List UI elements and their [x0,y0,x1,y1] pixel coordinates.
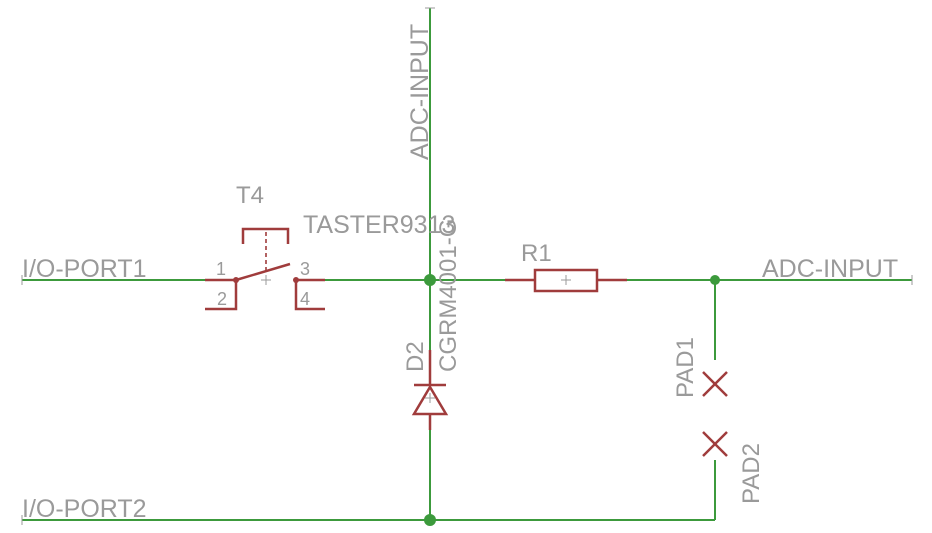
junction-main-node [424,274,436,286]
switch-pin2-lead [205,280,238,311]
resistor-r1[interactable] [505,268,627,293]
net-label-adc-top: ADC-INPUT [406,24,434,160]
switch-button-cap [241,227,290,244]
net-label-adc-right: ADC-INPUT [762,255,898,283]
labels: I/O-PORT1 I/O-PORT2 ADC-INPUT ADC-INPUT … [22,24,898,523]
junctions [424,274,720,526]
junction-right-node [710,275,720,285]
net-end-marks [21,7,913,525]
switch-lever [235,262,291,282]
wires [22,8,912,521]
pad2-label: PAD2 [738,443,765,504]
switch-t4[interactable] [205,221,325,311]
resistor-name-label: R1 [521,240,552,267]
switch-pin3-label: 3 [300,259,310,279]
switch-name-label: T4 [236,182,264,209]
switch-value-label: TASTER9313 [303,211,455,239]
switch-pin4-label: 4 [300,289,310,309]
net-label-io-port1: I/O-PORT1 [22,255,147,283]
net-label-io-port2: I/O-PORT2 [22,495,147,523]
pad2[interactable] [702,431,728,457]
switch-pin1-label: 1 [216,259,226,279]
diode-d2[interactable] [411,350,449,430]
diode-value-label: CGRM4001-G [435,219,462,372]
pad1[interactable] [702,360,728,397]
switch-pin2-label: 2 [217,289,227,309]
diode-name-label: D2 [402,341,429,372]
junction-bottom-node [424,514,436,526]
pad1-label: PAD1 [672,337,699,398]
pad1-cross-b [702,371,728,397]
pad2-cross-b [702,431,728,457]
switch-pin4-lead [294,280,325,311]
